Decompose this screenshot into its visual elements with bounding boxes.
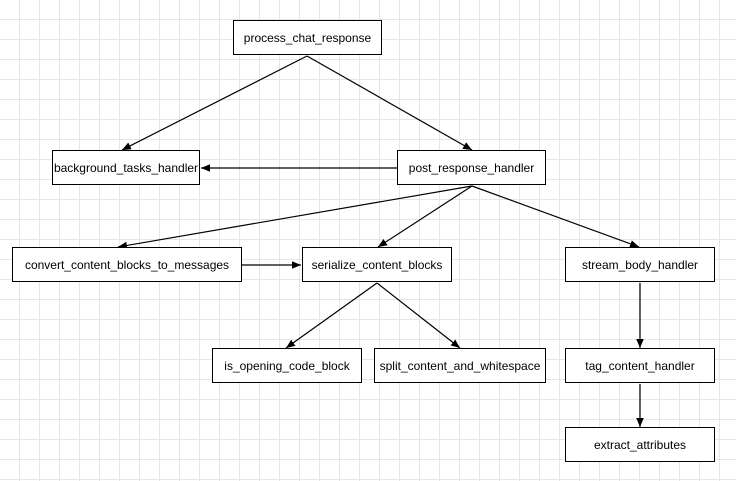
edge-post-to-convert: [117, 185, 473, 250]
node-extract-attributes[interactable]: extract_attributes: [565, 427, 715, 462]
edge-serialize-to-split: [376, 282, 461, 349]
node-label: convert_content_blocks_to_messages: [24, 257, 230, 272]
node-stream-body-handler[interactable]: stream_body_handler: [565, 247, 715, 282]
node-label: tag_content_handler: [585, 358, 695, 373]
node-label: extract_attributes: [593, 437, 687, 452]
node-convert-content-blocks-to-messages[interactable]: convert_content_blocks_to_messages: [12, 247, 242, 282]
node-split-content-and-whitespace[interactable]: split_content_and_whitespace: [374, 348, 546, 383]
node-background-tasks-handler[interactable]: background_tasks_handler: [52, 150, 200, 185]
node-tag-content-handler[interactable]: tag_content_handler: [565, 348, 715, 383]
node-label: stream_body_handler: [581, 257, 699, 272]
node-label: serialize_content_blocks: [311, 257, 443, 272]
node-post-response-handler[interactable]: post_response_handler: [397, 150, 546, 185]
node-label: process_chat_response: [243, 30, 372, 45]
node-label: is_opening_code_block: [224, 358, 350, 373]
edge-process-to-background: [121, 55, 308, 151]
node-is-opening-code-block[interactable]: is_opening_code_block: [212, 348, 362, 383]
edge-process-to-post: [306, 55, 473, 151]
node-serialize-content-blocks[interactable]: serialize_content_blocks: [302, 247, 452, 282]
node-process-chat-response[interactable]: process_chat_response: [233, 20, 382, 55]
edge-post-to-serialize: [377, 185, 473, 248]
node-label: split_content_and_whitespace: [379, 358, 541, 373]
node-label: background_tasks_handler: [53, 160, 199, 175]
edge-serialize-to-isopen: [285, 282, 378, 349]
edge-post-to-stream: [471, 185, 640, 248]
node-label: post_response_handler: [408, 160, 535, 175]
